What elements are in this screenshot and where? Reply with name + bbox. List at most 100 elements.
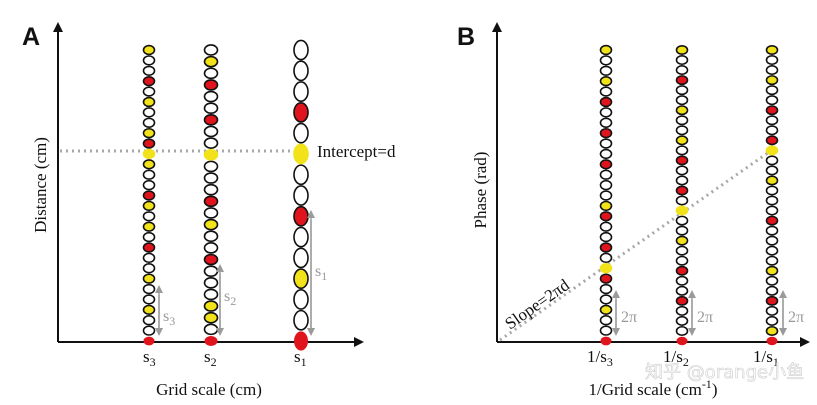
cell-marker xyxy=(142,117,156,128)
cell-marker xyxy=(203,67,219,80)
cell-marker xyxy=(203,90,219,103)
cell-marker xyxy=(142,190,156,201)
cell-marker xyxy=(142,75,156,87)
cell-marker xyxy=(675,75,689,86)
cell-marker xyxy=(142,65,156,76)
cell-marker xyxy=(142,55,156,66)
cell-marker xyxy=(765,165,779,176)
panel-a-letter: A xyxy=(22,23,40,51)
slope-label: Slope=2πd xyxy=(501,275,573,333)
cell-marker xyxy=(599,96,613,108)
cell-marker xyxy=(142,200,156,212)
cell-marker xyxy=(203,183,219,196)
cell-marker xyxy=(203,102,219,115)
cell-marker xyxy=(203,44,219,56)
cell-marker xyxy=(203,207,219,219)
cell-marker xyxy=(675,205,689,216)
cell-marker xyxy=(203,172,219,184)
cell-marker xyxy=(765,44,779,56)
cell-marker xyxy=(203,265,219,277)
panel-a-x-label: Grid scale (cm) xyxy=(156,380,262,399)
cell-marker xyxy=(142,315,156,326)
cell-marker xyxy=(600,336,612,346)
cell-marker xyxy=(599,231,613,243)
panel-b-y-label: Phase (rad) xyxy=(471,152,490,229)
panel-a-period-arrows: s3 s2 s1 xyxy=(155,210,327,336)
cell-marker xyxy=(675,295,689,306)
cell-marker xyxy=(765,145,779,156)
cell-marker xyxy=(599,294,613,305)
cell-marker xyxy=(293,143,309,165)
panel-a-y-label: Distance (cm) xyxy=(31,137,50,233)
cell-marker xyxy=(203,148,219,161)
panel-a: A Distance (cm) Grid scale (cm) Intercep… xyxy=(22,22,396,399)
panel-b-letter: B xyxy=(457,23,475,51)
cell-marker xyxy=(142,231,156,243)
period-label-s2: s2 xyxy=(224,288,236,308)
cell-marker xyxy=(142,44,156,56)
cell-marker xyxy=(675,55,689,66)
cell-marker xyxy=(675,235,689,246)
cell-marker xyxy=(142,263,156,274)
cell-marker xyxy=(675,95,689,106)
cell-marker xyxy=(765,115,779,126)
cell-marker xyxy=(765,315,779,326)
cell-marker xyxy=(765,215,779,226)
cell-marker xyxy=(675,155,689,166)
cell-marker xyxy=(675,225,689,236)
cell-marker xyxy=(675,215,689,226)
cell-marker xyxy=(142,221,156,232)
period-label-s1: s1 xyxy=(315,263,327,283)
cell-marker xyxy=(765,105,779,116)
cell-marker xyxy=(142,252,156,264)
cell-marker xyxy=(599,127,613,139)
cell-marker xyxy=(765,205,779,216)
cell-marker xyxy=(675,115,689,126)
cell-marker xyxy=(293,81,309,102)
cell-marker xyxy=(765,295,779,306)
cell-marker xyxy=(203,288,219,301)
cell-marker xyxy=(599,65,613,76)
cell-marker xyxy=(599,159,613,170)
cell-marker xyxy=(203,160,219,173)
cell-marker xyxy=(204,335,218,347)
cell-marker xyxy=(599,242,613,253)
cell-marker xyxy=(142,96,156,108)
cell-marker xyxy=(765,185,779,196)
cell-marker xyxy=(765,255,779,266)
cell-marker xyxy=(203,323,219,336)
cell-marker xyxy=(142,159,156,170)
cell-marker xyxy=(142,138,156,149)
cell-marker xyxy=(675,185,689,196)
period-label-b3: 2π xyxy=(788,309,804,326)
panel-b-period-arrows: 2π 2π 2π xyxy=(612,290,804,336)
cell-marker xyxy=(599,211,613,222)
watermark: 知乎 @orange小鱼 xyxy=(645,362,804,383)
cell-marker xyxy=(203,253,219,266)
cell-marker xyxy=(765,285,779,296)
cell-marker xyxy=(203,114,219,126)
period-label-s3: s3 xyxy=(163,308,175,328)
cell-marker xyxy=(203,137,219,149)
cell-marker xyxy=(599,325,613,336)
intercept-label: Intercept=d xyxy=(317,142,396,161)
cell-marker xyxy=(142,107,156,118)
cell-marker xyxy=(765,305,779,316)
cell-marker xyxy=(599,55,613,66)
cell-marker xyxy=(142,294,156,305)
cell-marker xyxy=(765,325,779,336)
panel-b-x-label: 1/Grid scale (cm-1) xyxy=(589,377,718,399)
cell-marker xyxy=(142,169,156,180)
cell-marker xyxy=(675,135,689,146)
panel-a-tick-s2: s2 xyxy=(204,347,217,369)
cell-marker xyxy=(143,336,155,346)
cell-marker xyxy=(675,105,689,116)
period-label-b1: 2π xyxy=(621,309,637,326)
cell-marker xyxy=(765,135,779,146)
cell-marker xyxy=(765,235,779,246)
cell-marker xyxy=(142,283,156,295)
panel-a-tick-s1: s1 xyxy=(294,347,307,369)
cell-marker xyxy=(293,226,309,248)
cell-marker xyxy=(675,85,689,96)
cell-marker xyxy=(599,75,613,87)
